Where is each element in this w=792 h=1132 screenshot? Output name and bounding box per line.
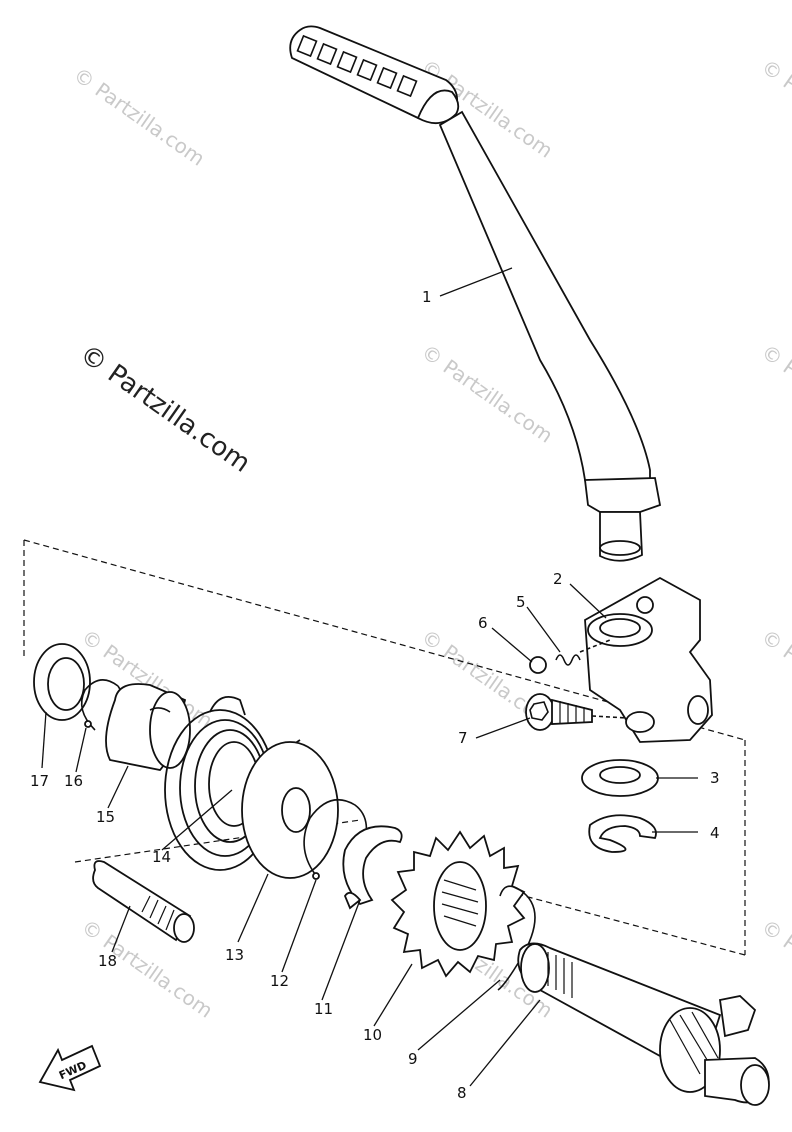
part-label: 18: [98, 952, 117, 970]
part-label: 17: [30, 772, 49, 790]
washer: [581, 759, 659, 797]
part-label: 15: [96, 808, 115, 826]
part-label: 13: [225, 946, 244, 964]
spring: [555, 639, 611, 666]
spring-guide: [342, 825, 403, 910]
part-label: 14: [152, 848, 171, 866]
ball: [529, 656, 547, 674]
boss: [584, 576, 713, 743]
spring-cover: [105, 683, 191, 771]
part-label: 12: [270, 972, 289, 990]
part-label: 7: [458, 729, 468, 747]
fwd-arrow: FWD: [38, 1044, 102, 1092]
part-label: 11: [314, 1000, 333, 1018]
watermark: © Partzilla.com: [757, 624, 792, 732]
bolt: [525, 693, 629, 731]
part-label: 10: [363, 1026, 382, 1044]
watermark: © Partzilla.com: [757, 339, 792, 447]
clip: [588, 814, 657, 853]
watermark: © Partzilla.com: [417, 339, 557, 447]
kick-axle: [517, 942, 770, 1106]
shaft: [92, 860, 195, 943]
watermark: © Partzilla.com: [757, 914, 792, 1022]
part-label: 4: [710, 824, 720, 842]
part-label: 5: [516, 593, 526, 611]
part-label: 3: [710, 769, 720, 787]
part-label: 1: [422, 288, 432, 306]
watermark: © Partzilla.com: [757, 54, 792, 162]
part-label: 9: [408, 1050, 418, 1068]
oil-seal: [33, 643, 91, 721]
part-label: 2: [553, 570, 563, 588]
leader-lines: [41, 267, 698, 1087]
circlip: [303, 798, 368, 880]
part-label: 16: [64, 772, 83, 790]
watermark: © Partzilla.com: [69, 62, 209, 170]
part-label: 6: [478, 614, 488, 632]
watermark-main: © Partzilla.com: [74, 339, 256, 479]
washer: [241, 741, 339, 879]
part-labels: 1 2 3 4 5 6 7 8 9 10 11 12 13 14 15 16 1…: [30, 288, 720, 1102]
part-label: 8: [457, 1084, 467, 1102]
kick-crank: [289, 25, 662, 562]
kick-gear: [390, 830, 526, 978]
